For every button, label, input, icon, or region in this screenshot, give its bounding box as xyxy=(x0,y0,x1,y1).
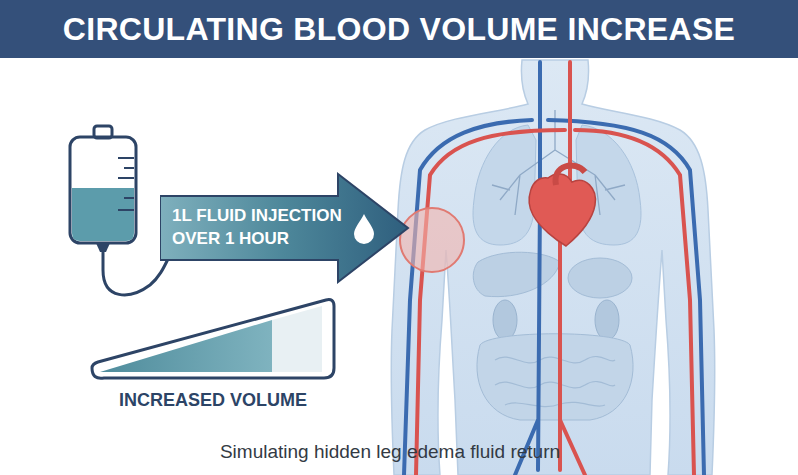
artery-trunk xyxy=(416,62,694,475)
volume-wedge-outline xyxy=(92,300,334,379)
volume-label: INCREASED VOLUME xyxy=(119,390,307,411)
liver xyxy=(473,252,560,296)
vein-trunk xyxy=(404,62,704,475)
injection-site-highlight xyxy=(400,208,464,272)
iv-bag xyxy=(70,137,136,243)
iv-scale xyxy=(118,158,134,210)
kidney-right xyxy=(595,300,619,340)
arrow-shape xyxy=(160,172,410,284)
title: CIRCULATING BLOOD VOLUME INCREASE xyxy=(63,11,735,48)
iv-fluid xyxy=(72,188,134,241)
aortic-arch xyxy=(556,166,585,185)
stomach xyxy=(568,258,632,298)
caption: Simulating hidden leg edema fluid return xyxy=(80,441,700,463)
drop-icon xyxy=(354,214,374,244)
intestine-loops xyxy=(495,356,615,406)
volume-wedge-fill xyxy=(100,320,272,372)
title-bar: CIRCULATING BLOOD VOLUME INCREASE xyxy=(0,0,798,58)
volume-wedge-empty xyxy=(272,306,322,372)
heart xyxy=(529,174,595,246)
body-silhouette xyxy=(391,60,715,475)
left-lung xyxy=(473,125,536,245)
arrow-band: 1L FLUID INJECTION OVER 1 HOUR xyxy=(160,172,410,284)
iv-hanger xyxy=(94,126,112,138)
kidney-left xyxy=(493,300,517,340)
arrow-outline xyxy=(160,174,408,282)
arrow-label: 1L FLUID INJECTION OVER 1 HOUR xyxy=(172,205,342,251)
intestines xyxy=(477,334,633,420)
iv-port xyxy=(96,243,110,252)
